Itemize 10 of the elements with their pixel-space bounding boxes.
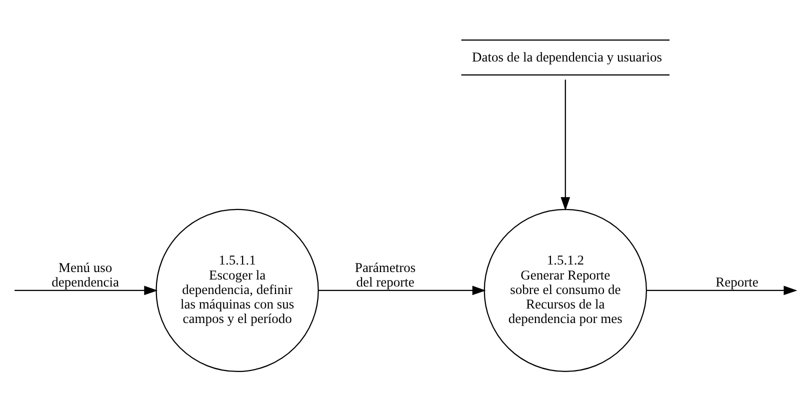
edge-label: Menú uso dependencia — [52, 260, 120, 290]
arrow — [14, 286, 158, 296]
arrow — [646, 286, 798, 296]
arrow — [318, 286, 486, 296]
node-text: Datos de la dependencia y usuarios — [472, 50, 662, 65]
node-circle: 1.5.1.1 Escoger la dependencia, definir las máquinas con sus campos y el período — [156, 208, 319, 372]
arrow — [560, 80, 570, 211]
node-circle: 1.5.1.2 Generar Reporte sobre el consumo de Recursos de la dependencia por mes — [484, 208, 647, 372]
edge-label: Parámetros del reporte — [354, 260, 416, 290]
edge-label: Reporte — [716, 274, 758, 290]
